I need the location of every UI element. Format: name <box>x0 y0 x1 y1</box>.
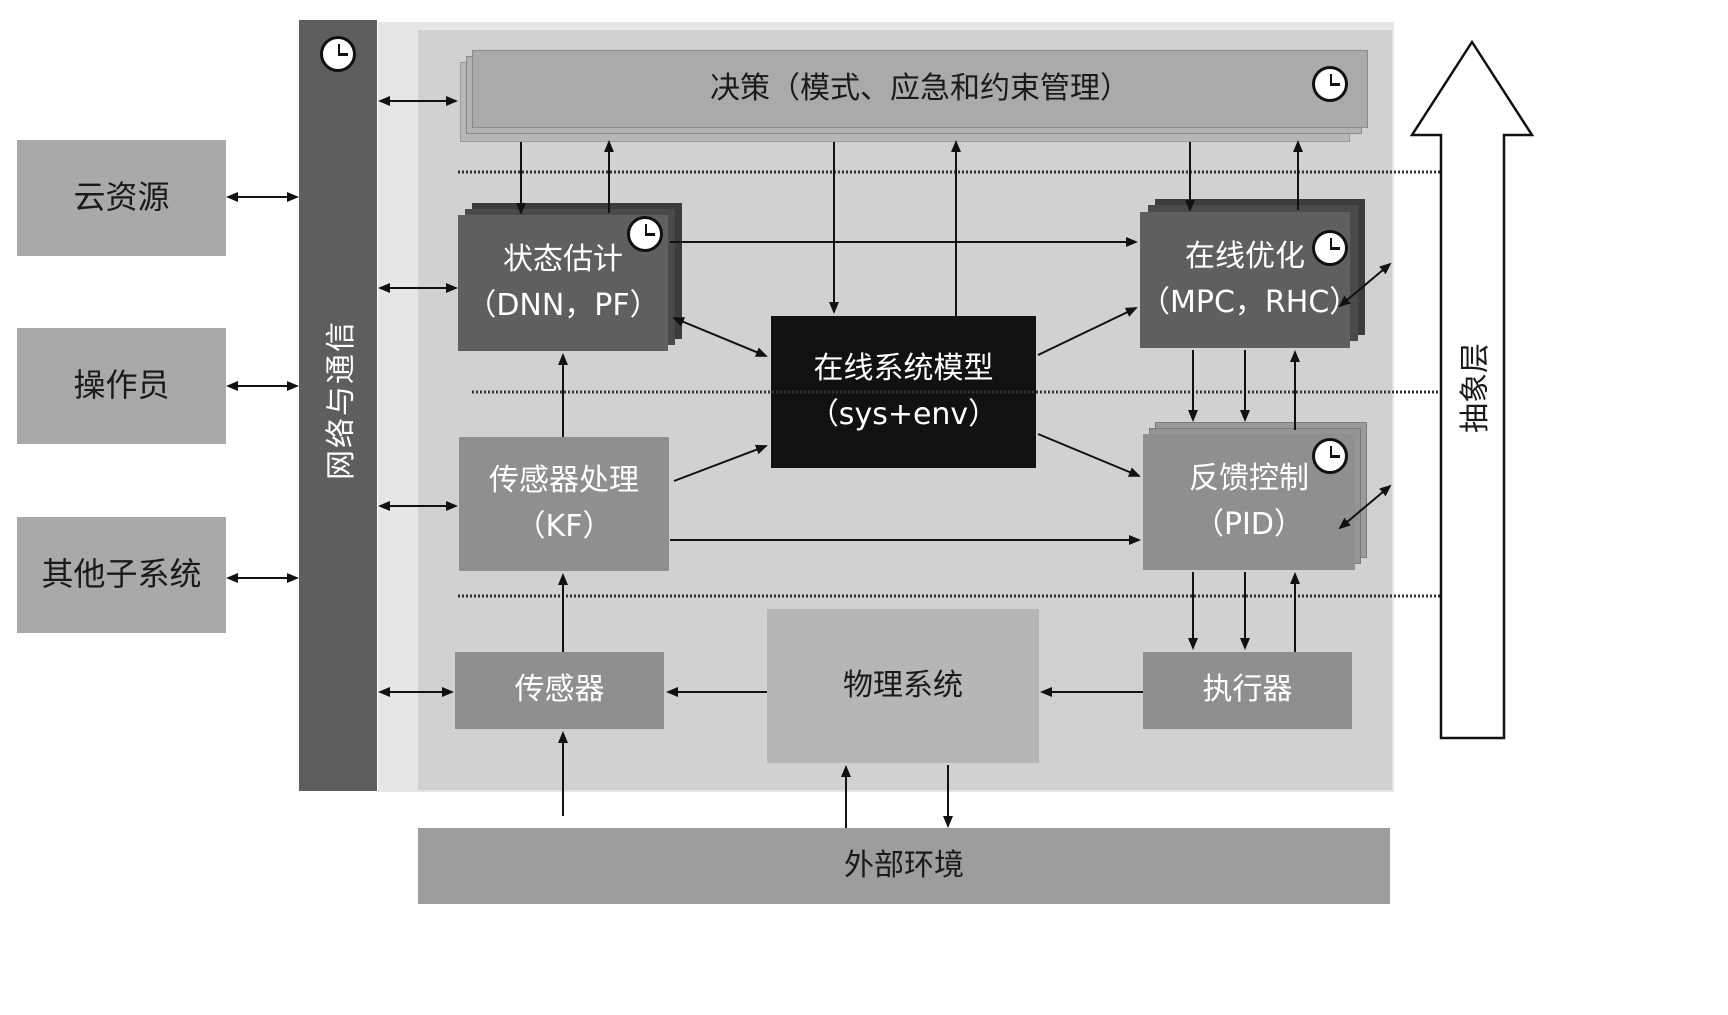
arrow-sensorproc-to-model <box>673 444 768 482</box>
actuator-box: 执行器 <box>1143 652 1352 729</box>
arrow-model-to-opt <box>1037 307 1138 356</box>
abstraction-label: 抽象层 <box>1458 343 1493 433</box>
arrow-model-to-feedback <box>1037 433 1141 477</box>
physical-system-box: 物理系统 <box>767 609 1039 763</box>
online-optimization-subtitle: （MPC，RHC） <box>1140 285 1360 320</box>
clock-icon <box>627 216 663 252</box>
state-estimation-title: 状态估计 <box>503 241 623 277</box>
online-optimization-box: 在线优化 （MPC，RHC） <box>1140 212 1360 348</box>
sensor-processing-subtitle: （KF） <box>515 509 613 544</box>
arrow-state-model <box>672 317 768 357</box>
clock-icon <box>1312 438 1348 474</box>
online-model-title: 在线系统模型 <box>813 350 994 386</box>
actuator-label: 执行器 <box>1202 672 1293 708</box>
other-subsystems-label: 其他子系统 <box>41 555 202 594</box>
sensor-processing-title: 传感器处理 <box>489 462 639 498</box>
environment-bar: 外部环境 <box>418 828 1390 904</box>
layer-separators <box>458 170 1440 598</box>
decision-label: 决策（模式、应急和约束管理） <box>710 70 1130 106</box>
other-subsystems-box: 其他子系统 <box>17 517 226 633</box>
clock-icon <box>1312 66 1348 102</box>
cloud-resources-box: 云资源 <box>17 140 226 256</box>
operator-label: 操作员 <box>73 366 170 405</box>
sensor-label: 传感器 <box>514 672 605 708</box>
state-estimation-subtitle: （DNN，PF） <box>466 288 660 323</box>
sensor-box: 传感器 <box>455 652 664 729</box>
feedback-control-title: 反馈控制 <box>1189 460 1309 496</box>
abstraction-arrow <box>1409 39 1535 740</box>
online-model-subtitle: （sys+env） <box>808 397 999 432</box>
sensor-processing-box: 传感器处理 （KF） <box>459 437 669 571</box>
arrow-opt-external <box>1338 262 1392 308</box>
feedback-control-subtitle: （PID） <box>1193 507 1305 542</box>
clock-icon <box>1312 230 1348 266</box>
network-bar <box>299 20 377 791</box>
cloud-resources-label: 云资源 <box>73 178 170 217</box>
arrow-feedback-external <box>1338 484 1392 530</box>
online-model-box: 在线系统模型 （sys+env） <box>771 316 1036 468</box>
environment-label: 外部环境 <box>844 847 964 883</box>
operator-box: 操作员 <box>17 328 226 444</box>
physical-system-label: 物理系统 <box>843 667 963 703</box>
clock-icon <box>320 36 356 72</box>
decision-box: 决策（模式、应急和约束管理） <box>472 50 1368 128</box>
online-optimization-title: 在线优化 <box>1185 238 1305 274</box>
